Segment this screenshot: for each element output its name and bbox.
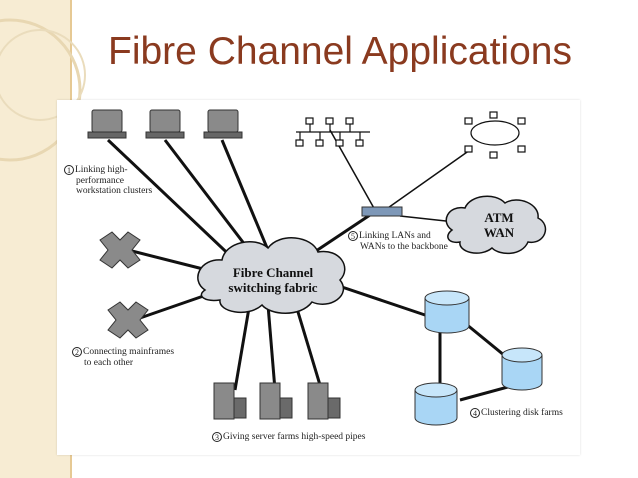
link-lan-switch bbox=[309, 213, 371, 257]
app-label-1-line3: workstation clusters bbox=[76, 186, 153, 196]
app-number-badge: 2 bbox=[72, 347, 82, 357]
link-server-2 bbox=[266, 304, 277, 391]
app-number-badge: 1 bbox=[64, 165, 74, 175]
app-label-4-line1: Clustering disk farms bbox=[481, 408, 563, 418]
app-label-2-line1: Connecting mainframes bbox=[83, 347, 175, 357]
link-lan-ring bbox=[384, 149, 471, 211]
link-workstation-3 bbox=[220, 139, 272, 256]
app-label-2-line2: to each other bbox=[84, 357, 134, 368]
lan-ring-icon bbox=[464, 111, 526, 159]
app-number-badge: 3 bbox=[212, 432, 222, 442]
atm-wan-label-line2: WAN bbox=[483, 225, 515, 240]
app-label-5-line1: Linking LANs and bbox=[359, 231, 431, 241]
link-disk-farm bbox=[329, 281, 426, 317]
decorative-swirl bbox=[0, 18, 86, 162]
fabric-label-line1: Fibre Channel bbox=[232, 265, 314, 280]
app-label-1-line2: performance bbox=[76, 175, 124, 186]
mainframe-icon bbox=[99, 231, 149, 339]
atm-wan-label-line1: ATM bbox=[484, 210, 514, 225]
workstation-icon bbox=[87, 109, 243, 139]
link-server-1 bbox=[233, 301, 252, 391]
link-workstation-1 bbox=[106, 138, 242, 267]
app-label-5-line2: WANs to the backbone bbox=[360, 241, 448, 252]
atm-wan-cloud-icon bbox=[445, 195, 547, 255]
lan-bus-icon bbox=[295, 117, 370, 147]
fabric-label-line2: switching fabric bbox=[228, 280, 318, 295]
fabric-label: Fibre Channel switching fabric bbox=[218, 265, 328, 295]
server-icon bbox=[213, 382, 341, 420]
app-number-badge: 4 bbox=[470, 408, 480, 418]
app-label-1-line1: Linking high- bbox=[75, 165, 128, 175]
slide-title: Fibre Channel Applications bbox=[108, 30, 572, 73]
app-number-badge: 5 bbox=[348, 231, 358, 241]
disk-icon bbox=[414, 290, 543, 426]
app-label-3-line1: Giving server farms high-speed pipes bbox=[223, 432, 366, 442]
link-workstation-2 bbox=[163, 139, 257, 259]
lan-switch-icon bbox=[361, 206, 403, 217]
atm-wan-label: ATM WAN bbox=[470, 210, 528, 240]
fabric-cloud-icon bbox=[197, 237, 346, 314]
link-server-3 bbox=[293, 301, 322, 386]
